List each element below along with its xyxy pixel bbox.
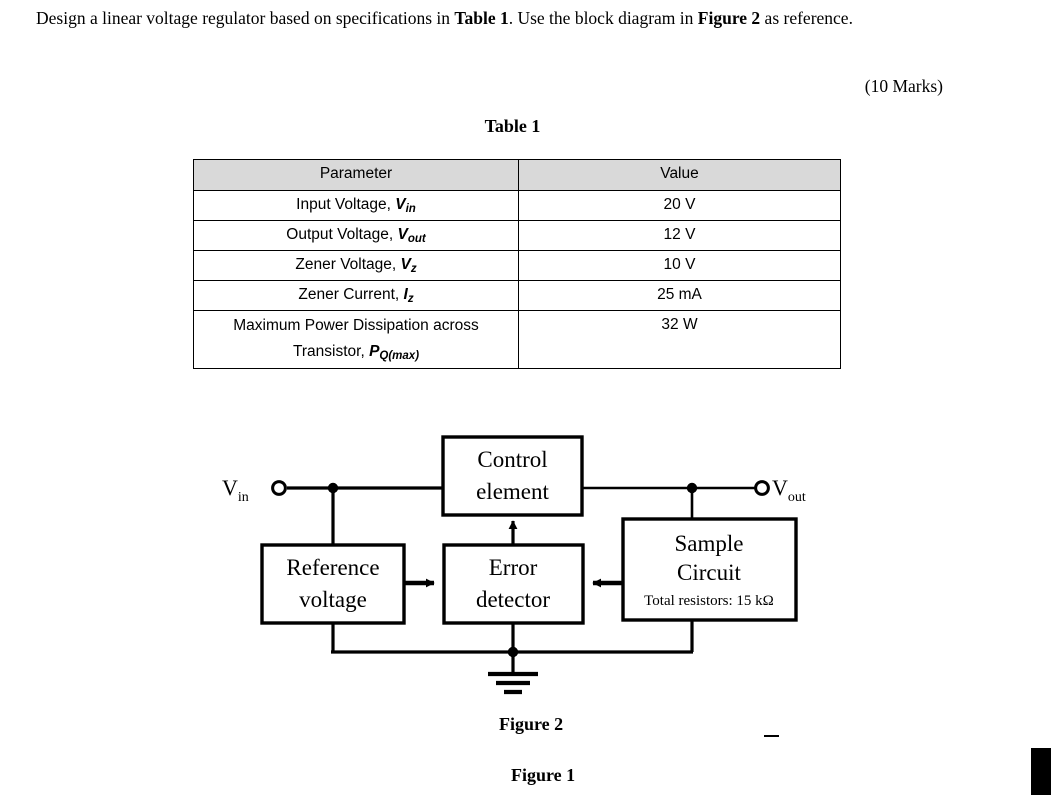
- parameter-cell: Zener Voltage, Vz: [193, 250, 519, 281]
- intro-text-part-1: Design a linear voltage regulator based …: [36, 8, 455, 28]
- parameter-cell: Zener Current, Iz: [193, 280, 519, 311]
- block-sample-circuit: Sample Circuit Total resistors: 15 kΩ: [621, 517, 798, 622]
- parameter-text: Output Voltage,: [286, 226, 398, 243]
- block-error-detector-line2: detector: [476, 587, 550, 612]
- table-row: Input Voltage, Vin 20 V: [193, 190, 841, 221]
- block-sample-circuit-line1: Sample: [675, 531, 744, 556]
- table-row: Output Voltage, Vout 12 V: [193, 220, 841, 251]
- marks-allocation: (10 Marks): [864, 76, 943, 96]
- label-vin-subscript: in: [238, 490, 249, 505]
- parameter-symbol: V: [400, 256, 411, 273]
- label-vout: Vout: [772, 475, 806, 505]
- label-vout-main: V: [772, 475, 788, 500]
- parameter-cell: Input Voltage, Vin: [193, 190, 519, 221]
- value-cell: 20 V: [518, 190, 841, 221]
- parameter-symbol-subscript: in: [405, 203, 416, 215]
- parameter-cell: Maximum Power Dissipation across Transis…: [193, 310, 519, 369]
- parameter-symbol: V: [397, 226, 408, 243]
- intro-paragraph: Design a linear voltage regulator based …: [36, 4, 956, 32]
- intro-figure-reference: Figure 2: [697, 8, 761, 28]
- value-cell: 25 mA: [518, 280, 841, 311]
- parameter-symbol: I: [403, 286, 408, 303]
- figure1-caption: Figure 1: [511, 765, 576, 785]
- table-caption: Table 1: [484, 116, 541, 136]
- junction-dot-vin: [327, 482, 339, 494]
- terminal-vout: [754, 480, 770, 496]
- junction-dot-vout: [686, 482, 698, 494]
- terminal-vin: [271, 480, 287, 496]
- parameter-symbol-subscript: z: [407, 293, 414, 305]
- value-cell: 10 V: [518, 250, 841, 281]
- parameter-symbol-subscript: out: [407, 233, 426, 245]
- label-vin: Vin: [222, 475, 249, 505]
- table-header-row: Parameter Value: [193, 159, 841, 191]
- page-edge-mark: [1031, 748, 1051, 795]
- table-row: Maximum Power Dissipation across Transis…: [193, 310, 841, 369]
- specifications-table: Parameter Value Input Voltage, Vin 20 V …: [193, 159, 841, 369]
- figure2-caption: Figure 2: [499, 714, 564, 734]
- parameter-symbol: V: [395, 196, 406, 213]
- column-header-value: Value: [518, 159, 841, 191]
- block-sample-circuit-box: [621, 517, 798, 622]
- value-cell: 12 V: [518, 220, 841, 251]
- stray-dash-mark: [764, 735, 779, 737]
- intro-text-part-2: . Use the block diagram in: [508, 8, 698, 28]
- block-sample-circuit-note: Total resistors: 15 kΩ: [644, 593, 774, 609]
- block-control-element: Control element: [441, 435, 584, 517]
- parameter-text: Zener Voltage,: [295, 256, 401, 273]
- ground-icon: [488, 652, 538, 695]
- parameter-text: Maximum Power Dissipation across Transis…: [233, 317, 479, 360]
- block-reference-voltage-line1: Reference: [286, 555, 379, 580]
- block-error-detector-box: [442, 543, 585, 625]
- block-control-element-line2: element: [476, 479, 549, 504]
- table-row: Zener Current, Iz 25 mA: [193, 280, 841, 311]
- parameter-symbol-subscript: z: [410, 263, 417, 275]
- block-control-element-line1: Control: [477, 447, 547, 472]
- table-row: Zener Voltage, Vz 10 V: [193, 250, 841, 281]
- block-control-element-box: [441, 435, 584, 517]
- block-sample-circuit-line2: Circuit: [677, 560, 741, 585]
- block-diagram: Vin Vout Control element Reference volta…: [0, 415, 1051, 705]
- block-error-detector: Error detector: [442, 543, 585, 625]
- block-reference-voltage: Reference voltage: [260, 543, 406, 625]
- label-vout-subscript: out: [788, 490, 806, 505]
- parameter-symbol: P: [369, 343, 380, 360]
- label-vin-main: V: [222, 475, 238, 500]
- parameter-text: Zener Current,: [298, 286, 404, 303]
- parameter-text: Input Voltage,: [296, 196, 396, 213]
- block-reference-voltage-line2: voltage: [299, 587, 367, 612]
- intro-table-reference: Table 1: [454, 8, 509, 28]
- block-reference-voltage-box: [260, 543, 406, 625]
- column-header-parameter: Parameter: [193, 159, 519, 191]
- parameter-symbol-subscript: Q(max): [379, 350, 420, 362]
- parameter-cell: Output Voltage, Vout: [193, 220, 519, 251]
- block-error-detector-line1: Error: [489, 555, 538, 580]
- intro-text-part-3: as reference.: [760, 8, 853, 28]
- value-cell: 32 W: [518, 310, 841, 369]
